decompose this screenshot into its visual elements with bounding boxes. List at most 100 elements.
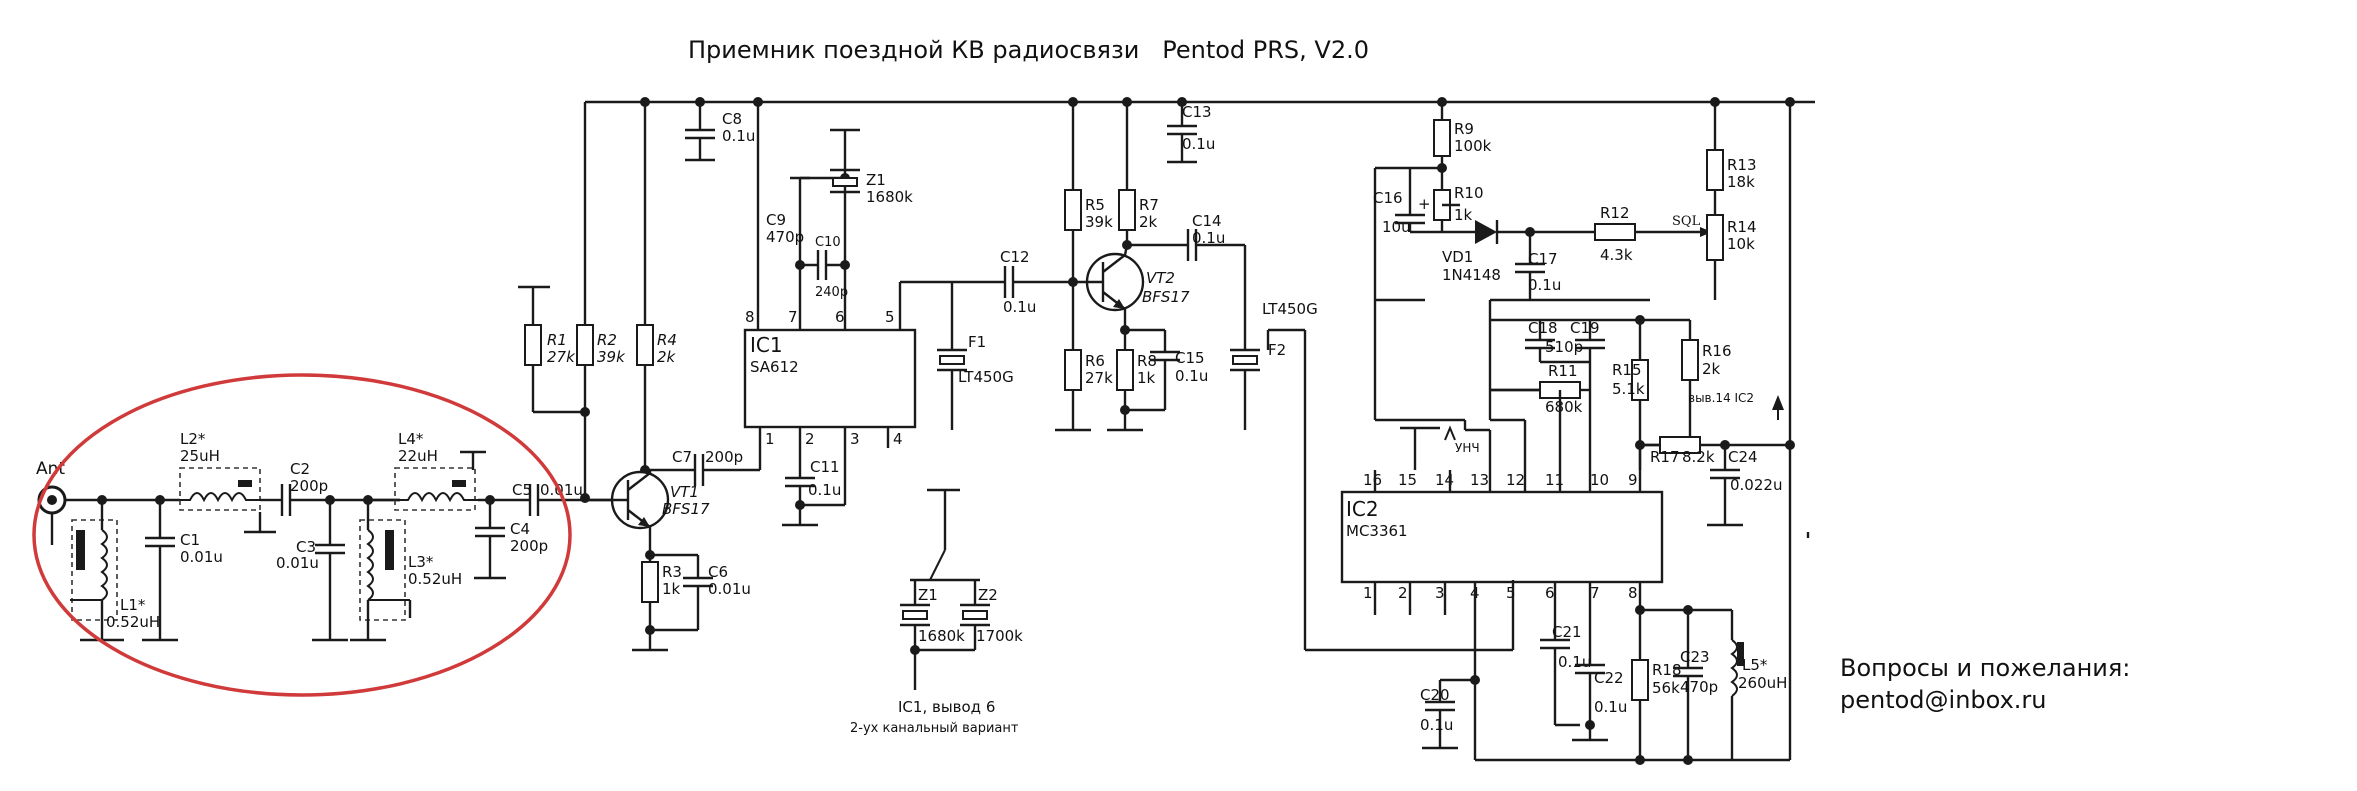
r15-value: 5.1k	[1612, 380, 1645, 398]
f1-filter: F1 LT450G C12 0.1u	[900, 248, 1078, 430]
ic1-pin4: 4	[893, 430, 903, 448]
ic2-pin-bottom-1: 1	[1363, 584, 1373, 602]
c8: C8 0.1u	[685, 102, 755, 162]
r14-label: R14	[1727, 218, 1757, 236]
ic1-pin5: 5	[885, 308, 895, 326]
c24-label: C24	[1728, 448, 1758, 466]
schematic-title: Приемник поездной КВ радиосвязи Pentod P…	[688, 36, 1369, 64]
contact-line-1: Вопросы и пожелания:	[1840, 654, 2130, 682]
ic1-pin7: 7	[788, 308, 798, 326]
c9-value: 470p	[766, 228, 804, 246]
ic1-pin3: 3	[850, 430, 860, 448]
f1-value: LT450G	[958, 368, 1014, 386]
r5-label: R5	[1085, 196, 1105, 214]
input-filter: L1* 0.52uH C1 0.01u L2* 25uH C2 200p C3 …	[65, 430, 628, 642]
ic1-value: SA612	[750, 358, 799, 376]
f2-value: LT450G	[1262, 300, 1318, 318]
r17-c24: R17 8.2k C24 0.022u	[1638, 436, 1810, 538]
r17-value: 8.2k	[1682, 448, 1715, 466]
ic2-pin-bottom-6: 6	[1545, 584, 1555, 602]
note-ic1-pin6: IC1, вывод 6	[898, 698, 995, 716]
squelch-section: R9 100k C16 10u + R10 1k VD1 1N4148 C17 …	[1373, 102, 1757, 302]
c19-label: C19	[1570, 319, 1600, 337]
ic1-pin6: 6	[835, 308, 845, 326]
l1-label: L1*	[120, 596, 146, 614]
c18-value: 510p	[1545, 338, 1583, 356]
f1-label: F1	[968, 333, 986, 351]
r1-value: 27k	[547, 348, 576, 366]
c16-label: C16	[1373, 189, 1403, 207]
r13-label: R13	[1727, 156, 1757, 174]
ic2-pin-top-3: 14	[1435, 471, 1454, 489]
r17-label: R17	[1650, 448, 1680, 466]
c20-label: C20	[1420, 686, 1450, 704]
c7-label: C7	[672, 448, 692, 466]
r4-value: 2k	[657, 348, 677, 366]
ic2-pin-bottom-7: 7	[1590, 584, 1600, 602]
c12-value: 0.1u	[1003, 298, 1036, 316]
c22-value: 0.1u	[1594, 698, 1627, 716]
c9-label: C9	[766, 211, 786, 229]
c16-plus: +	[1418, 195, 1431, 213]
z1-label: Z1	[866, 171, 886, 189]
ic2-pin-top-1: 16	[1363, 471, 1382, 489]
r7-label: R7	[1139, 196, 1159, 214]
r16-label: R16	[1702, 342, 1732, 360]
ic1-pin2: 2	[805, 430, 815, 448]
l3-value: 0.52uH	[408, 570, 462, 588]
r7-value: 2k	[1139, 213, 1158, 231]
ic1-pin8: 8	[745, 308, 755, 326]
r10-value: 1k	[1454, 206, 1473, 224]
c23-value: 470p	[1680, 678, 1718, 696]
c12-label: C12	[1000, 248, 1030, 266]
c6-label: C6	[708, 563, 728, 581]
c11-value: 0.1u	[808, 481, 841, 499]
r3-value: 1k	[662, 580, 681, 598]
c3-label: C3	[296, 538, 316, 556]
r14-value: 10k	[1727, 235, 1755, 253]
highlight-ellipse	[32, 373, 572, 697]
power-rail	[583, 97, 1815, 760]
c14-label: C14	[1192, 212, 1222, 230]
vt2-value: BFS17	[1142, 288, 1190, 306]
ic2-pin-top-4: 13	[1470, 471, 1489, 489]
ic2-label: IC2	[1346, 497, 1379, 521]
contact-email[interactable]: pentod@inbox.ru	[1840, 686, 2047, 714]
ic1-block: IC1 SA612 8 7 6 5 1 2 3 4 C11 0.1u	[743, 102, 917, 527]
r15-label: R15	[1612, 361, 1642, 379]
z2-value: 1700k	[976, 627, 1023, 645]
r9-label: R9	[1454, 120, 1474, 138]
c17-label: C17	[1528, 250, 1558, 268]
vt2-label: VT2	[1146, 269, 1175, 287]
z1-value: 1680k	[866, 188, 913, 206]
f2-label: F2	[1268, 341, 1286, 359]
c22-label: C22	[1594, 669, 1624, 687]
c21-label: C21	[1552, 623, 1582, 641]
r12-value: 4.3k	[1600, 246, 1633, 264]
c16-value: 10u	[1382, 218, 1411, 236]
r1-label: R1	[547, 331, 567, 349]
r18-value: 56k	[1652, 679, 1680, 697]
c4-label: C4	[510, 520, 530, 538]
c7-value: 200p	[705, 448, 743, 466]
c15-value: 0.1u	[1175, 367, 1208, 385]
r6-value: 27k	[1085, 369, 1113, 387]
ic2-pin-bottom-2: 2	[1398, 584, 1408, 602]
l4-value: 22uH	[398, 447, 438, 465]
r16-value: 2k	[1702, 360, 1721, 378]
r13-value: 18k	[1727, 173, 1755, 191]
l5-label: L5*	[1742, 656, 1768, 674]
c20-value: 0.1u	[1420, 716, 1453, 734]
r12-label: R12	[1600, 204, 1630, 222]
r2-value: 39k	[597, 348, 626, 366]
vt1-stage: R1 27k R2 39k R4 2k VT1 BFS17 C7 200p	[518, 102, 760, 652]
ic2-pin-bottom-8: 8	[1628, 584, 1638, 602]
r11-value: 680k	[1545, 398, 1583, 416]
r18-label: R18	[1652, 661, 1682, 679]
r5-value: 39k	[1085, 213, 1113, 231]
r8-value: 1k	[1137, 369, 1156, 387]
r9-value: 100k	[1454, 137, 1492, 155]
l3-label: L3*	[408, 553, 434, 571]
l1-value: 0.52uH	[106, 613, 160, 631]
